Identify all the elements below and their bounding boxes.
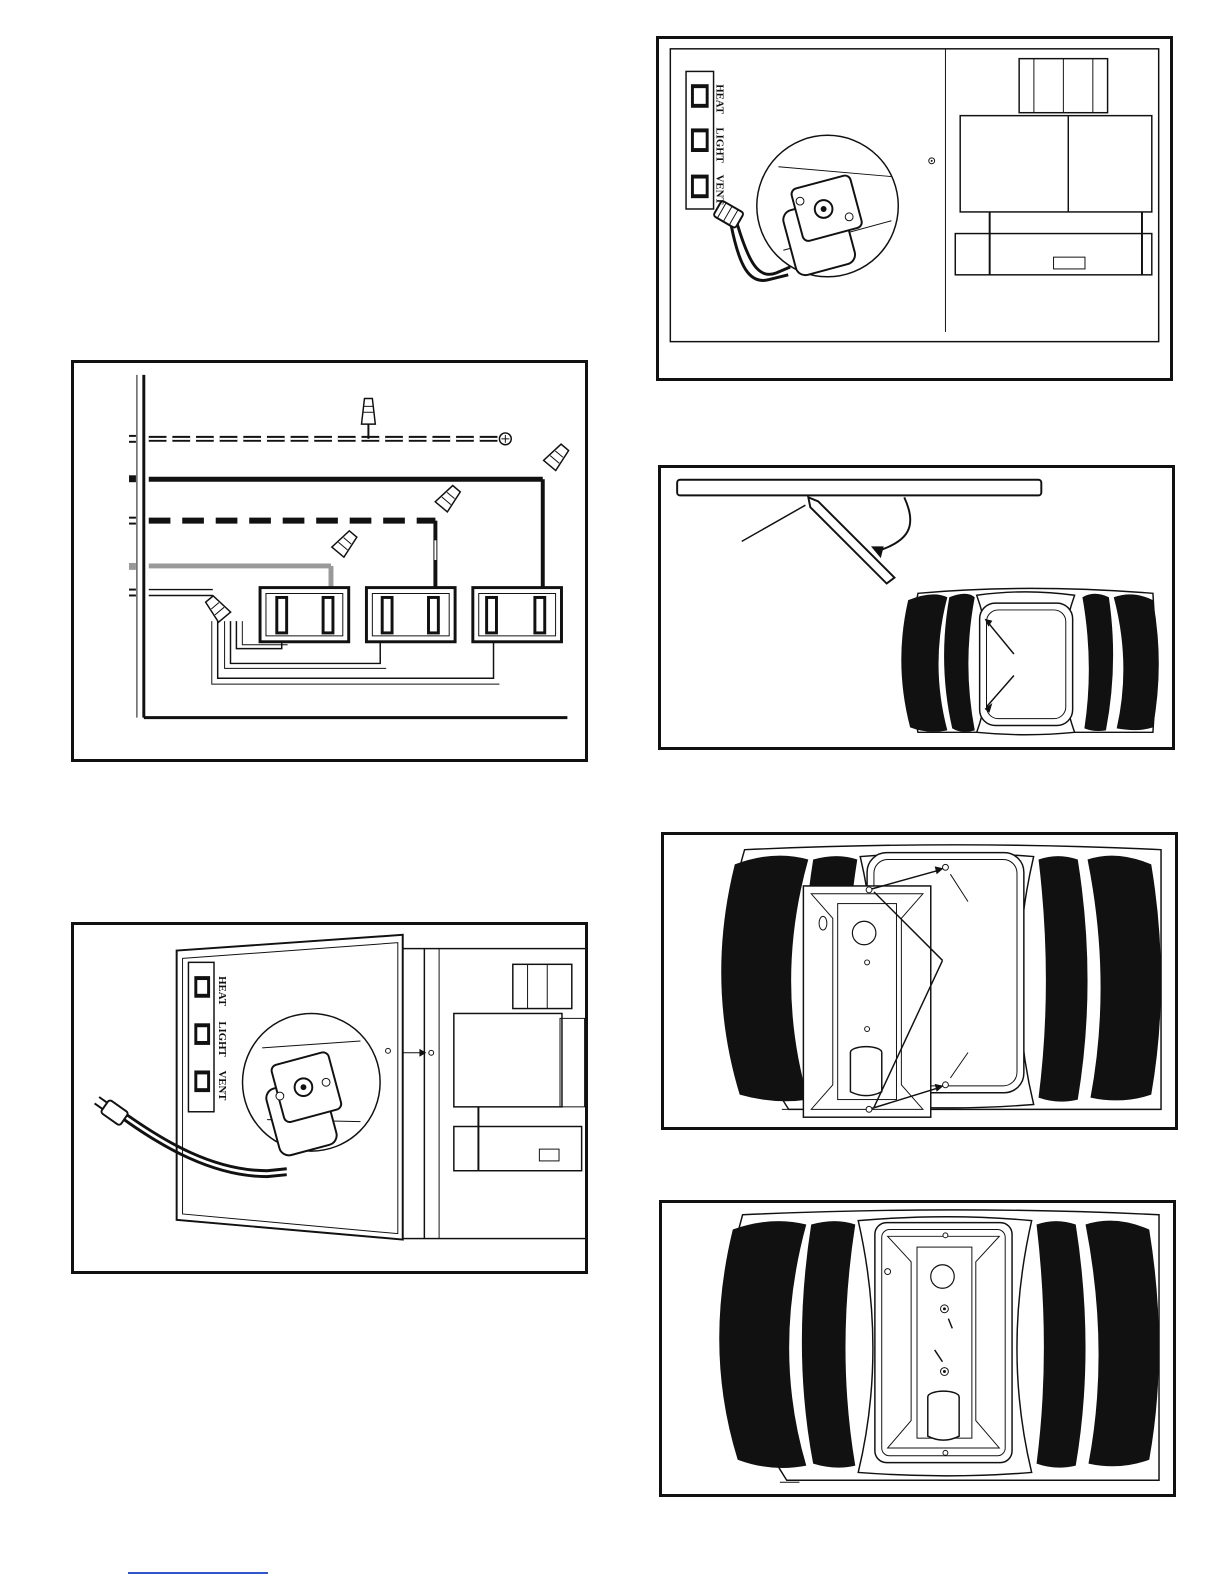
grille-connector-figure: HEAT LIGHT VENT (656, 36, 1173, 381)
lens-removal-drawing (661, 468, 1172, 747)
grille-plug-figure: HEAT LIGHT VENT (71, 922, 588, 1274)
heat-label: HEAT (714, 84, 726, 115)
light-label: LIGHT (714, 127, 726, 163)
wire-nut-icon (203, 594, 230, 622)
wire-nut-icon (362, 398, 376, 438)
light-bracket-drawing (664, 835, 1175, 1127)
wire-nut-icon (332, 529, 359, 557)
light-label: LIGHT (216, 1021, 228, 1057)
wall-switch (473, 588, 562, 642)
wiring-diagram (74, 363, 585, 759)
wiring-diagram-figure (71, 360, 588, 762)
light-bracket-figure (661, 832, 1178, 1130)
wire-nut-icon (544, 442, 571, 470)
wall-switch (260, 588, 349, 642)
panel-labels-layer: HEAT LIGHT VENT (659, 39, 1170, 378)
wire-nut-icon (435, 484, 462, 512)
bracket-installed-drawing (662, 1203, 1173, 1494)
panel-labels-layer: HEAT LIGHT VENT (74, 925, 585, 1271)
vent-label: VENT (216, 1070, 228, 1101)
footer-link-underline[interactable] (128, 1572, 268, 1574)
wall-switch (366, 588, 455, 642)
lens-removal-figure (658, 465, 1175, 750)
vent-label: VENT (714, 175, 726, 206)
bracket-installed-figure (659, 1200, 1176, 1497)
heat-label: HEAT (216, 976, 228, 1007)
